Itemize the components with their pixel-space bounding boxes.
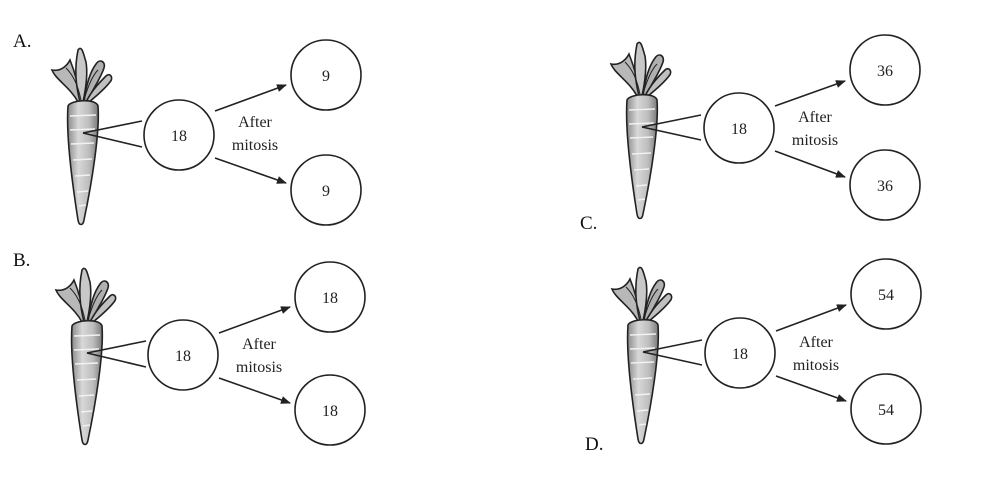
daughter-cell-bottom (290, 154, 362, 226)
option-d-label[interactable]: D. (585, 434, 604, 455)
process-label-mitosis: mitosis (793, 357, 839, 374)
pointer-line (86, 340, 147, 354)
daughter-bottom-count: 9 (322, 183, 330, 200)
carrot-icon (51, 47, 113, 226)
parent-cell (147, 319, 219, 391)
daughter-top-count: 9 (322, 68, 330, 85)
daughter-cell-top (294, 261, 366, 333)
option-a-diagram[interactable]: 18 After mitosis 9 9 (51, 39, 362, 226)
pointer-line (641, 126, 702, 141)
pointer-line (642, 351, 703, 366)
pointer-line (641, 114, 702, 128)
pointer-line (82, 132, 143, 148)
process-label-after: After (798, 109, 832, 126)
parent-chromosome-count: 18 (731, 121, 747, 138)
arrow-up (775, 304, 847, 332)
arrow-down (218, 377, 291, 404)
arrow-down (775, 375, 847, 402)
daughter-top-count: 54 (878, 287, 894, 304)
daughter-cell-bottom (850, 373, 922, 445)
pointer-line (86, 352, 147, 368)
option-b-label[interactable]: B. (13, 250, 31, 271)
option-c-diagram[interactable]: 18 After mitosis 36 36 (610, 34, 921, 221)
parent-cell (703, 92, 775, 164)
carrot-icon (611, 266, 673, 445)
option-a-label[interactable]: A. (13, 31, 32, 52)
carrot-icon (610, 41, 672, 220)
daughter-cell-bottom (849, 149, 921, 221)
parent-chromosome-count: 18 (732, 346, 748, 363)
arrow-up (774, 80, 846, 107)
process-label-after: After (242, 336, 276, 353)
option-b-diagram[interactable]: 18 After mitosis 18 18 (55, 261, 366, 446)
arrow-down (774, 150, 846, 178)
arrow-up (214, 84, 287, 112)
daughter-cell-top (290, 39, 362, 111)
parent-cell (704, 317, 776, 389)
parent-chromosome-count: 18 (171, 128, 187, 145)
arrow-up (218, 306, 291, 334)
daughter-bottom-count: 36 (877, 178, 893, 195)
daughter-bottom-count: 18 (322, 403, 338, 420)
process-label-mitosis: mitosis (236, 359, 282, 376)
option-d-diagram[interactable]: 18 After mitosis 54 54 (611, 258, 922, 445)
parent-cell (143, 99, 215, 171)
process-label-mitosis: mitosis (232, 137, 278, 154)
pointer-line (82, 120, 143, 134)
carrot-icon (55, 267, 117, 446)
process-label-mitosis: mitosis (792, 132, 838, 149)
process-label-after: After (799, 334, 833, 351)
daughter-cell-top (849, 34, 921, 106)
process-label-after: After (238, 114, 272, 131)
arrow-down (214, 157, 287, 184)
daughter-cell-bottom (294, 374, 366, 446)
daughter-bottom-count: 54 (878, 402, 894, 419)
daughter-top-count: 36 (877, 63, 893, 80)
pointer-line (642, 339, 703, 353)
parent-chromosome-count: 18 (175, 348, 191, 365)
daughter-top-count: 18 (322, 290, 338, 307)
option-c-label[interactable]: C. (580, 213, 598, 234)
daughter-cell-top (850, 258, 922, 330)
